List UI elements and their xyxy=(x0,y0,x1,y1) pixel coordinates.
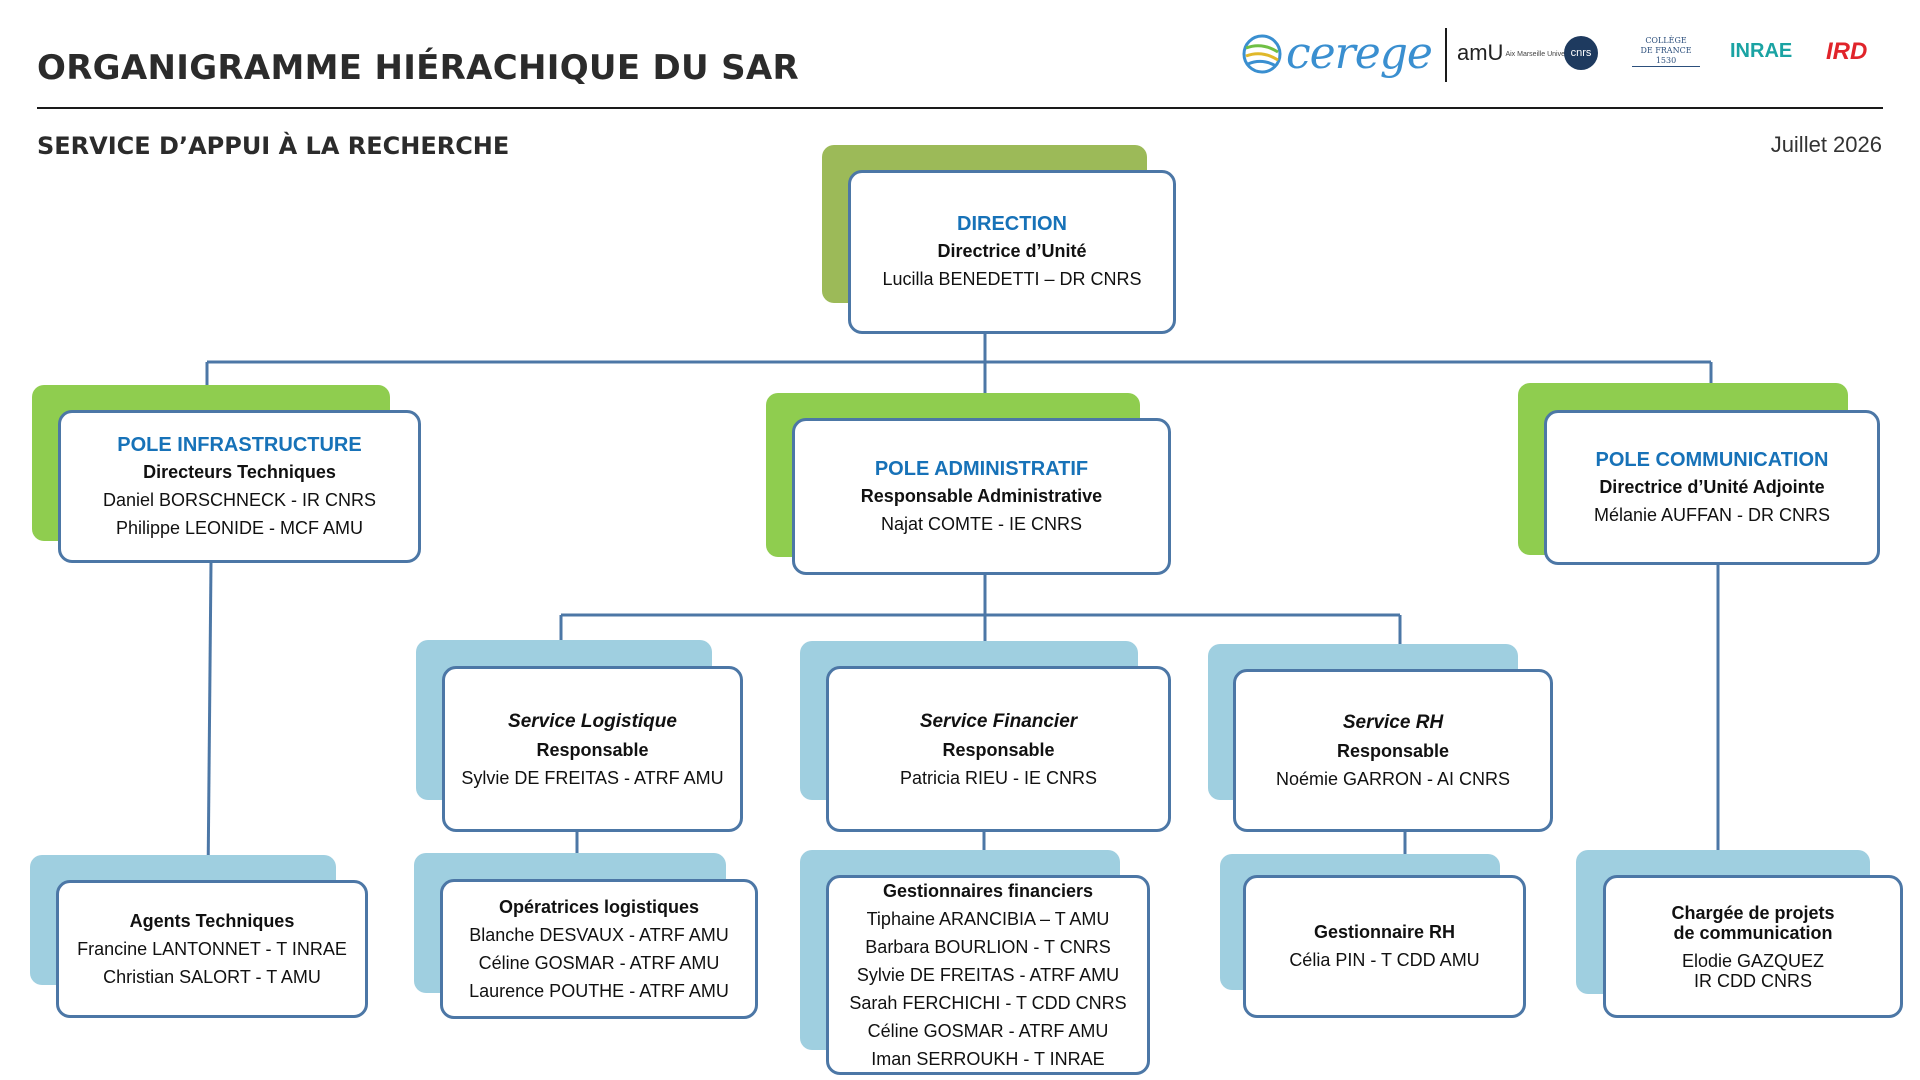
gestionnaire-rh-role: Gestionnaire RH xyxy=(1313,922,1456,942)
page-title: ORGANIGRAMME HIÉRACHIQUE DU SAR xyxy=(37,48,799,88)
service-financier-role: Responsable xyxy=(942,739,1055,760)
amu-logo-small: Aix Marseille Université xyxy=(1505,50,1579,58)
chargee-communication-member: IR CDD CNRS xyxy=(1693,970,1812,991)
cdf-line-2: DE FRANCE xyxy=(1640,46,1692,55)
service-financier-heading: Service Financier xyxy=(919,710,1078,732)
pole-infrastructure-box: POLE INFRASTRUCTURE Directeurs Technique… xyxy=(58,410,421,563)
direction-member: Lucilla BENEDETTI – DR CNRS xyxy=(882,269,1142,289)
agents-techniques-member: Christian SALORT - T AMU xyxy=(103,966,321,987)
pole-administratif-heading: POLE ADMINISTRATIF xyxy=(874,457,1089,480)
gestionnaire-rh-box: Gestionnaire RH Célia PIN - T CDD AMU xyxy=(1243,875,1526,1018)
service-financier-box: Service Financier Responsable Patricia R… xyxy=(826,666,1171,832)
operatrices-logistiques-member: Laurence POUTHE - ATRF AMU xyxy=(469,980,729,1001)
direction-role: Directrice d’Unité xyxy=(937,241,1087,261)
service-rh-member: Noémie GARRON - AI CNRS xyxy=(1275,769,1511,789)
connector-infra-to-agents xyxy=(206,561,213,883)
pole-infrastructure-member: Daniel BORSCHNECK - IR CNRS xyxy=(102,489,377,510)
gestionnaires-financiers-member: Sylvie DE FREITAS - ATRF AMU xyxy=(856,964,1120,985)
gestionnaires-financiers-box: Gestionnaires financiers Tiphaine ARANCI… xyxy=(826,875,1150,1075)
pole-infrastructure-role: Directeurs Techniques xyxy=(143,461,336,482)
pole-communication-role: Directrice d’Unité Adjointe xyxy=(1599,476,1825,497)
gestionnaires-financiers-member: Barbara BOURLION - T CNRS xyxy=(865,936,1111,957)
pole-administratif-member: Najat COMTE - IE CNRS xyxy=(880,513,1083,534)
service-logistique-heading: Service Logistique xyxy=(508,710,677,732)
header-divider xyxy=(37,107,1883,109)
ird-logo: IRD xyxy=(1826,38,1868,65)
service-logistique-box: Service Logistique Responsable Sylvie DE… xyxy=(442,666,743,832)
direction-box: DIRECTION Directrice d’Unité Lucilla BEN… xyxy=(848,170,1176,334)
amu-logo-text: amU xyxy=(1457,40,1504,65)
pole-infrastructure-heading: POLE INFRASTRUCTURE xyxy=(117,433,362,456)
chargee-communication-box: Chargée de projets de communication Elod… xyxy=(1603,875,1903,1018)
inrae-logo: INRAE xyxy=(1730,40,1793,62)
cerege-logo: cerege xyxy=(1286,28,1433,79)
chargee-communication-member: Elodie GAZQUEZ xyxy=(1681,950,1825,971)
agents-techniques-box: Agents Techniques Francine LANTONNET - T… xyxy=(56,880,368,1018)
service-rh-box: Service RH Responsable Noémie GARRON - A… xyxy=(1233,669,1553,832)
operatrices-logistiques-box: Opératrices logistiques Blanche DESVAUX … xyxy=(440,879,758,1019)
service-logistique-role: Responsable xyxy=(536,739,649,760)
service-logistique-member: Sylvie DE FREITAS - ATRF AMU xyxy=(461,767,724,788)
pole-communication-box: POLE COMMUNICATION Directrice d’Unité Ad… xyxy=(1544,410,1880,565)
chargee-communication-role: Chargée de projets xyxy=(1671,902,1835,923)
operatrices-logistiques-member: Blanche DESVAUX - ATRF AMU xyxy=(469,924,729,945)
gestionnaires-financiers-role: Gestionnaires financiers xyxy=(882,880,1094,901)
page-date: Juillet 2026 xyxy=(1770,132,1882,157)
pole-communication-member: Mélanie AUFFAN - DR CNRS xyxy=(1593,504,1831,525)
operatrices-logistiques-role: Opératrices logistiques xyxy=(498,896,700,917)
gestionnaire-rh-member: Célia PIN - T CDD AMU xyxy=(1289,950,1480,970)
gestionnaires-financiers-member: Tiphaine ARANCIBIA – T AMU xyxy=(866,908,1110,929)
chargee-communication-role: de communication xyxy=(1673,922,1833,943)
cnrs-logo: cnrs xyxy=(1564,36,1598,70)
pole-communication-heading: POLE COMMUNICATION xyxy=(1595,448,1829,471)
gestionnaires-financiers-member: Céline GOSMAR - ATRF AMU xyxy=(867,1020,1109,1041)
agents-techniques-member: Francine LANTONNET - T INRAE xyxy=(77,938,347,959)
gestionnaires-financiers-member: Sarah FERCHICHI - T CDD CNRS xyxy=(849,992,1127,1013)
cerege-globe-icon xyxy=(1242,34,1282,74)
page-subtitle: SERVICE D’APPUI À LA RECHERCHE xyxy=(37,132,510,160)
service-rh-heading: Service RH xyxy=(1342,712,1444,733)
direction-heading: DIRECTION xyxy=(957,213,1067,235)
pole-administratif-box: POLE ADMINISTRATIF Responsable Administr… xyxy=(792,418,1171,575)
pole-administratif-role: Responsable Administrative xyxy=(860,485,1103,506)
pole-infrastructure-member: Philippe LEONIDE - MCF AMU xyxy=(115,517,364,538)
service-rh-role: Responsable xyxy=(1336,741,1450,761)
logo-separator xyxy=(1445,28,1447,82)
agents-techniques-role: Agents Techniques xyxy=(129,910,295,931)
college-de-france-logo: COLLÈGE DE FRANCE 1530 xyxy=(1632,36,1700,67)
cdf-line-3: 1530 xyxy=(1655,56,1677,65)
gestionnaires-financiers-member: Iman SERROUKH - T INRAE xyxy=(871,1048,1105,1069)
operatrices-logistiques-member: Céline GOSMAR - ATRF AMU xyxy=(478,952,720,973)
service-financier-member: Patricia RIEU - IE CNRS xyxy=(899,767,1098,788)
cdf-line-1: COLLÈGE xyxy=(1645,36,1687,45)
